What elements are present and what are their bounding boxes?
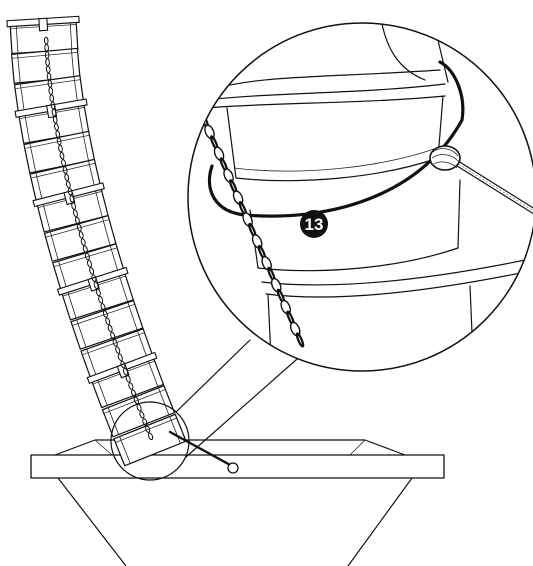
chain-link [61,159,66,167]
chain-link [62,166,68,174]
chain-link [78,231,84,239]
array-module [23,130,96,174]
ground-stack-platform [30,439,445,479]
chain-link [194,102,206,118]
chain-link [120,360,126,369]
ground-stack-legs [57,477,413,566]
chain-link [98,295,104,304]
chain-link [52,115,58,124]
chain-link [93,281,99,290]
chain-link [125,375,131,383]
callout-badge-13: 13 [300,210,328,238]
chain-link [122,367,129,376]
chain-link [67,187,73,196]
chain-link [95,288,101,297]
chain-link [147,432,154,441]
chain-link [89,267,95,275]
chain-link [84,252,90,261]
chain-link [58,144,63,153]
chain-link [87,259,92,268]
chain-link [145,425,151,433]
chain-link [139,411,145,419]
callout-label: 13 [305,215,324,234]
array-module [86,351,165,409]
chain-link [105,317,111,326]
sling-ring [207,60,465,218]
detail-steel-cable [449,157,533,218]
array-module [113,413,187,467]
cable-eye-loop [429,145,461,171]
chain-link [69,195,75,203]
chain-link [91,274,97,282]
chain-link [131,389,137,397]
array-module [10,47,81,84]
array-module [43,214,117,263]
chain-link [115,346,121,354]
chain-link [74,216,80,225]
chain-link [73,209,78,218]
safety-bridle [168,430,239,474]
chain-link [128,382,134,390]
bridle-anchor-point [227,462,239,474]
chain-link [80,238,86,246]
chain-link [112,339,118,347]
chain-link [142,418,148,426]
chain-link [71,202,77,210]
line-array-column [6,15,187,467]
chain-link [136,403,142,412]
detail-top-cylinder [204,23,449,109]
array-module [6,15,80,55]
array-module [32,182,109,233]
chain-link [102,310,108,318]
chain-link [100,303,106,311]
chain-link [55,130,61,139]
magnify-source-circle [110,401,190,481]
array-module [56,266,135,321]
chain-link [117,353,123,361]
chain-link [295,332,305,348]
chain-link [64,173,70,182]
detail-magnifier [187,22,533,372]
chain-link [59,151,65,160]
magnifier-connector-lines [175,339,306,458]
chain-link [76,223,82,232]
array-chain [43,36,154,441]
chain-link [54,123,59,131]
chain-link [65,180,71,189]
chain-link [110,331,116,340]
chain-link [82,245,88,254]
chain-link [56,137,62,146]
chain-link [107,324,113,333]
